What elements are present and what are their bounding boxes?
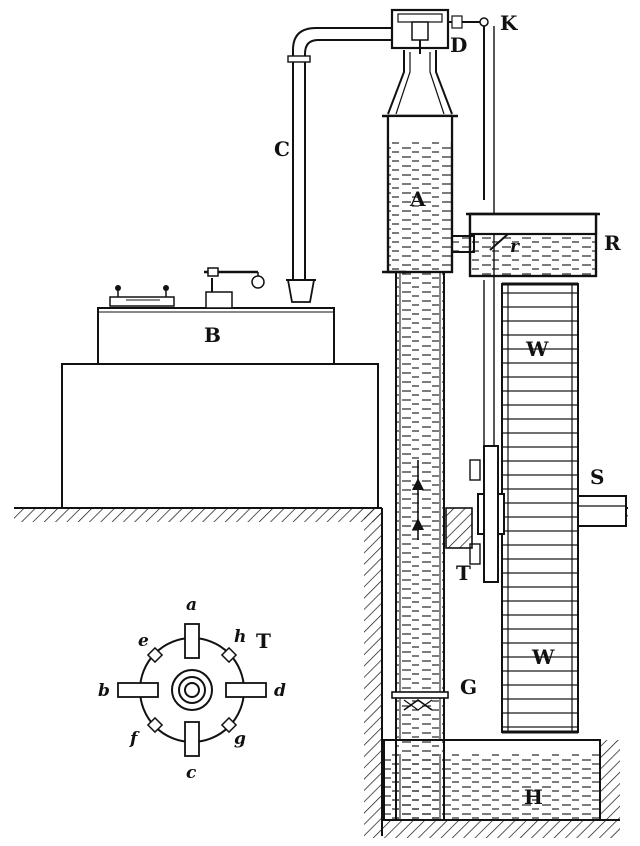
label-r: R xyxy=(604,231,621,255)
apparatus-b xyxy=(97,267,335,365)
label-c: C xyxy=(274,137,290,161)
label-w-upper: W xyxy=(525,337,549,361)
inset-label-h: h xyxy=(234,627,246,647)
label-b: B xyxy=(204,323,221,347)
label-t: T xyxy=(456,561,471,585)
label-a: A xyxy=(409,187,426,211)
inset-label-f: f xyxy=(129,729,140,749)
inset-label-b: b xyxy=(98,681,110,701)
tank-h xyxy=(383,739,601,821)
label-h: H xyxy=(524,785,543,809)
water-wheel-w xyxy=(501,282,579,734)
inset-label-e: e xyxy=(138,631,149,651)
vessel-a xyxy=(382,114,475,274)
label-k: K xyxy=(500,11,518,35)
reservoir-r xyxy=(466,212,600,278)
label-w-lower: W xyxy=(531,645,555,669)
label-g: G xyxy=(460,675,477,699)
inset-gear-detail xyxy=(117,623,267,757)
inset-label-g: g xyxy=(234,729,246,749)
label-s: S xyxy=(590,465,604,489)
inset-label-a: a xyxy=(186,595,197,615)
base-block xyxy=(61,363,379,509)
shaft-and-gear xyxy=(445,445,627,583)
steam-pipe-c xyxy=(287,27,392,280)
inset-label-t: T xyxy=(256,629,271,653)
inset-label-c: c xyxy=(186,763,197,783)
long-tube xyxy=(391,271,449,821)
valve-box-d xyxy=(387,8,489,115)
label-d: D xyxy=(450,33,467,57)
label-r-small: r xyxy=(510,237,520,257)
inset-label-d: d xyxy=(274,681,286,701)
